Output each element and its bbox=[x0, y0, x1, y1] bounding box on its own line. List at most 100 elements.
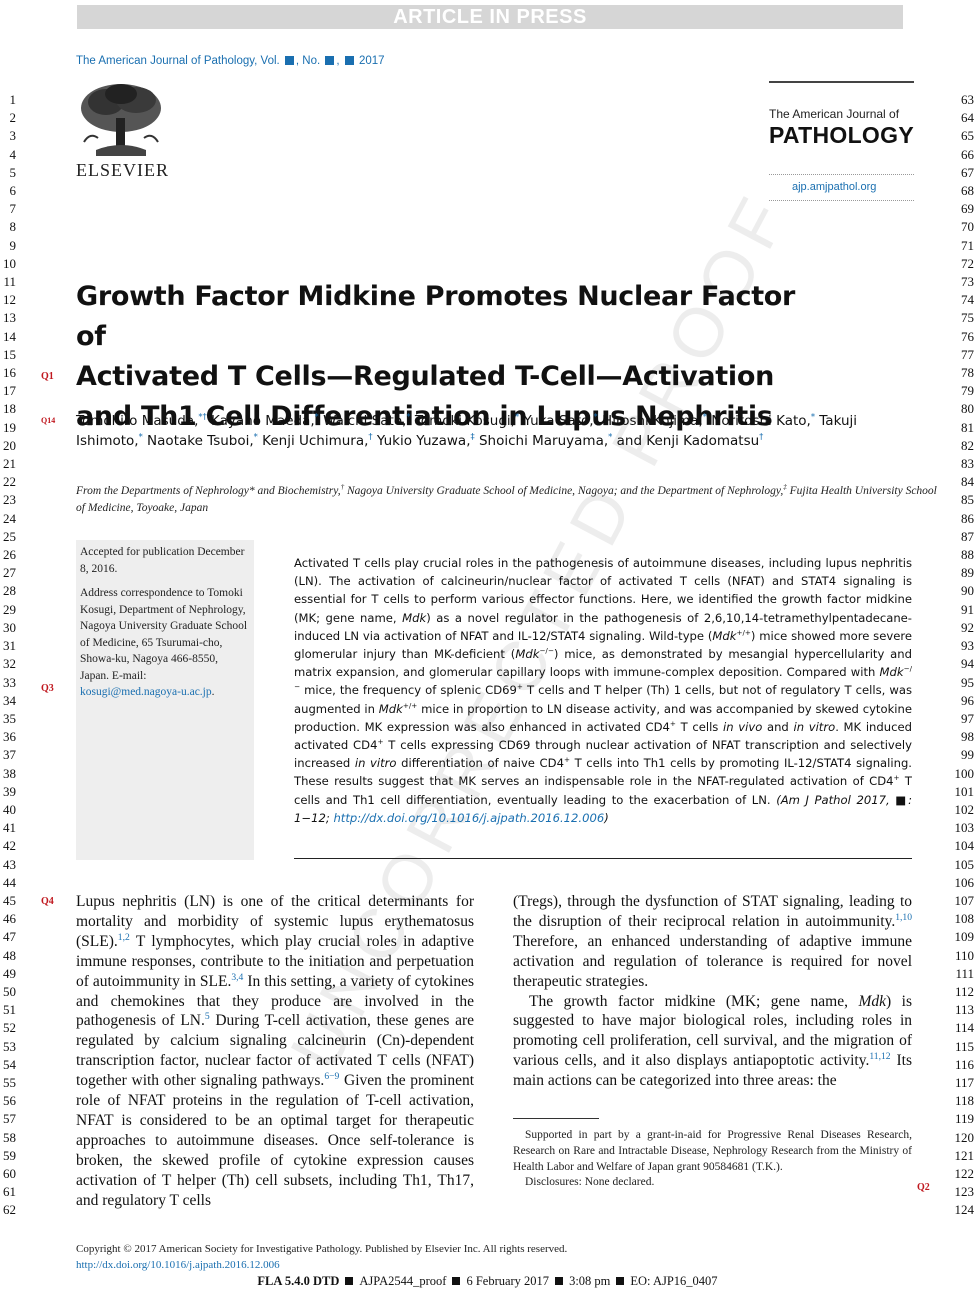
line-number: 124 bbox=[954, 1202, 975, 1218]
superscript: + bbox=[669, 718, 676, 728]
placeholder-square-icon bbox=[325, 56, 335, 65]
line-number: 23 bbox=[3, 492, 16, 508]
body-paragraph: (Tregs), through the dysfunction of STAT… bbox=[513, 893, 912, 990]
line-number: 40 bbox=[3, 801, 16, 817]
line-number: 97 bbox=[961, 710, 974, 726]
line-number: 17 bbox=[3, 383, 16, 399]
line-number: 51 bbox=[3, 1002, 16, 1018]
line-number: 36 bbox=[3, 729, 16, 745]
line-number: 99 bbox=[961, 747, 974, 763]
line-number: 63 bbox=[961, 92, 974, 107]
line-number: 67 bbox=[961, 164, 974, 180]
line-number: 26 bbox=[3, 547, 16, 563]
superscript: + bbox=[563, 755, 570, 765]
query-mark[interactable]: Q14 bbox=[41, 416, 56, 425]
line-number: 104 bbox=[954, 838, 975, 854]
brand-divider bbox=[769, 200, 914, 201]
line-number: 78 bbox=[961, 365, 974, 381]
line-number: 64 bbox=[961, 110, 974, 126]
query-mark[interactable]: Q1 bbox=[41, 371, 54, 382]
query-mark[interactable]: Q2 bbox=[917, 1182, 930, 1193]
footnote-rule bbox=[513, 1118, 599, 1119]
line-number: 56 bbox=[3, 1093, 16, 1109]
line-number: 54 bbox=[3, 1056, 16, 1072]
line-number: 2 bbox=[9, 110, 17, 126]
line-number: 74 bbox=[961, 292, 974, 308]
line-number: 35 bbox=[3, 710, 16, 726]
line-number: 3 bbox=[9, 128, 17, 144]
title-line: and Th1 Cell Differentiation in Lupus Ne… bbox=[76, 401, 773, 432]
title-line: Growth Factor Midkine Promotes Nuclear F… bbox=[76, 281, 796, 352]
journal-year: 2017 bbox=[355, 55, 385, 67]
superscript: † bbox=[759, 431, 764, 442]
superscript: + bbox=[893, 773, 900, 783]
line-number: 88 bbox=[961, 547, 974, 563]
line-number: 121 bbox=[954, 1147, 975, 1163]
line-number: 6 bbox=[9, 183, 17, 199]
correspondence-address: Address correspondence to Tomoki Kosugi,… bbox=[80, 587, 248, 698]
line-number: 24 bbox=[3, 510, 16, 526]
journal-url-link[interactable]: ajp.amjpathol.org bbox=[792, 181, 877, 193]
journal-brand-small: The American Journal of bbox=[769, 107, 900, 121]
line-number: 82 bbox=[961, 437, 974, 453]
line-number: 118 bbox=[954, 1093, 974, 1109]
line-number: 62 bbox=[3, 1202, 16, 1218]
line-number: 105 bbox=[954, 856, 975, 872]
inline-link[interactable]: http://dx.doi.org/10.1016/j.ajpath.2016.… bbox=[333, 810, 605, 825]
line-number: 117 bbox=[954, 1074, 974, 1090]
article-info-box bbox=[76, 540, 254, 860]
query-mark[interactable]: Q4 bbox=[41, 896, 54, 907]
line-number: 122 bbox=[954, 1165, 975, 1181]
body-column-left: Lupus nephritis (LN) is one of the criti… bbox=[76, 892, 474, 1211]
dtd-version: FLA 5.4.0 DTD bbox=[257, 1274, 340, 1288]
line-number: 47 bbox=[3, 929, 16, 945]
elsevier-tree-logo-icon bbox=[76, 80, 166, 160]
query-mark[interactable]: Q3 bbox=[41, 683, 54, 694]
line-number: 79 bbox=[961, 383, 974, 399]
line-number: 108 bbox=[954, 911, 975, 927]
superscript: −/− bbox=[539, 646, 554, 656]
superscript: 6−9 bbox=[324, 1071, 340, 1082]
journal-prefix: The American Journal of Pathology, Vol. bbox=[76, 55, 283, 67]
superscript: † bbox=[368, 431, 373, 442]
line-number: 84 bbox=[961, 474, 974, 490]
line-number: 50 bbox=[3, 983, 16, 999]
line-number: 9 bbox=[9, 237, 17, 253]
line-number: 39 bbox=[3, 783, 16, 799]
editorial-office-id: EO: AJP16_0407 bbox=[630, 1274, 718, 1288]
line-number: 20 bbox=[3, 437, 16, 453]
abstract-rule bbox=[294, 858, 912, 859]
superscript: * bbox=[253, 431, 258, 442]
superscript: 1,10 bbox=[895, 911, 912, 923]
line-number: 57 bbox=[3, 1111, 16, 1127]
line-number: 71 bbox=[961, 237, 974, 253]
line-number: 1 bbox=[9, 92, 17, 107]
line-number: 68 bbox=[961, 183, 974, 199]
line-number: 111 bbox=[955, 965, 974, 981]
line-number: 85 bbox=[961, 492, 974, 508]
line-number: 93 bbox=[961, 638, 974, 654]
line-number: 53 bbox=[3, 1038, 16, 1054]
line-number: 30 bbox=[3, 619, 16, 635]
doi-link[interactable]: http://dx.doi.org/10.1016/j.ajpath.2016.… bbox=[76, 1259, 280, 1271]
inline-link[interactable]: kosugi@med.nagoya-u.ac.jp bbox=[80, 686, 212, 698]
line-number: 72 bbox=[961, 255, 974, 271]
title-line: Activated T Cells—Regulated T-Cell—Activ… bbox=[76, 361, 775, 392]
line-number: 41 bbox=[3, 820, 16, 836]
line-number: 60 bbox=[3, 1165, 16, 1181]
journal-brand-big: PATHOLOGY bbox=[769, 122, 914, 148]
copyright-block: Copyright © 2017 American Society for In… bbox=[76, 1241, 567, 1273]
line-number: 13 bbox=[3, 310, 16, 326]
superscript: * bbox=[314, 411, 319, 422]
line-number: 81 bbox=[961, 419, 974, 435]
line-number: 45 bbox=[3, 892, 16, 908]
superscript: 1,2 bbox=[117, 931, 130, 943]
line-number: 10 bbox=[3, 255, 16, 271]
line-number: 91 bbox=[961, 601, 974, 617]
line-number: 12 bbox=[3, 292, 16, 308]
superscript: 5 bbox=[204, 1011, 210, 1023]
line-number: 87 bbox=[961, 528, 974, 544]
line-number: 27 bbox=[3, 565, 16, 581]
proof-time: 3:08 pm bbox=[569, 1274, 611, 1288]
